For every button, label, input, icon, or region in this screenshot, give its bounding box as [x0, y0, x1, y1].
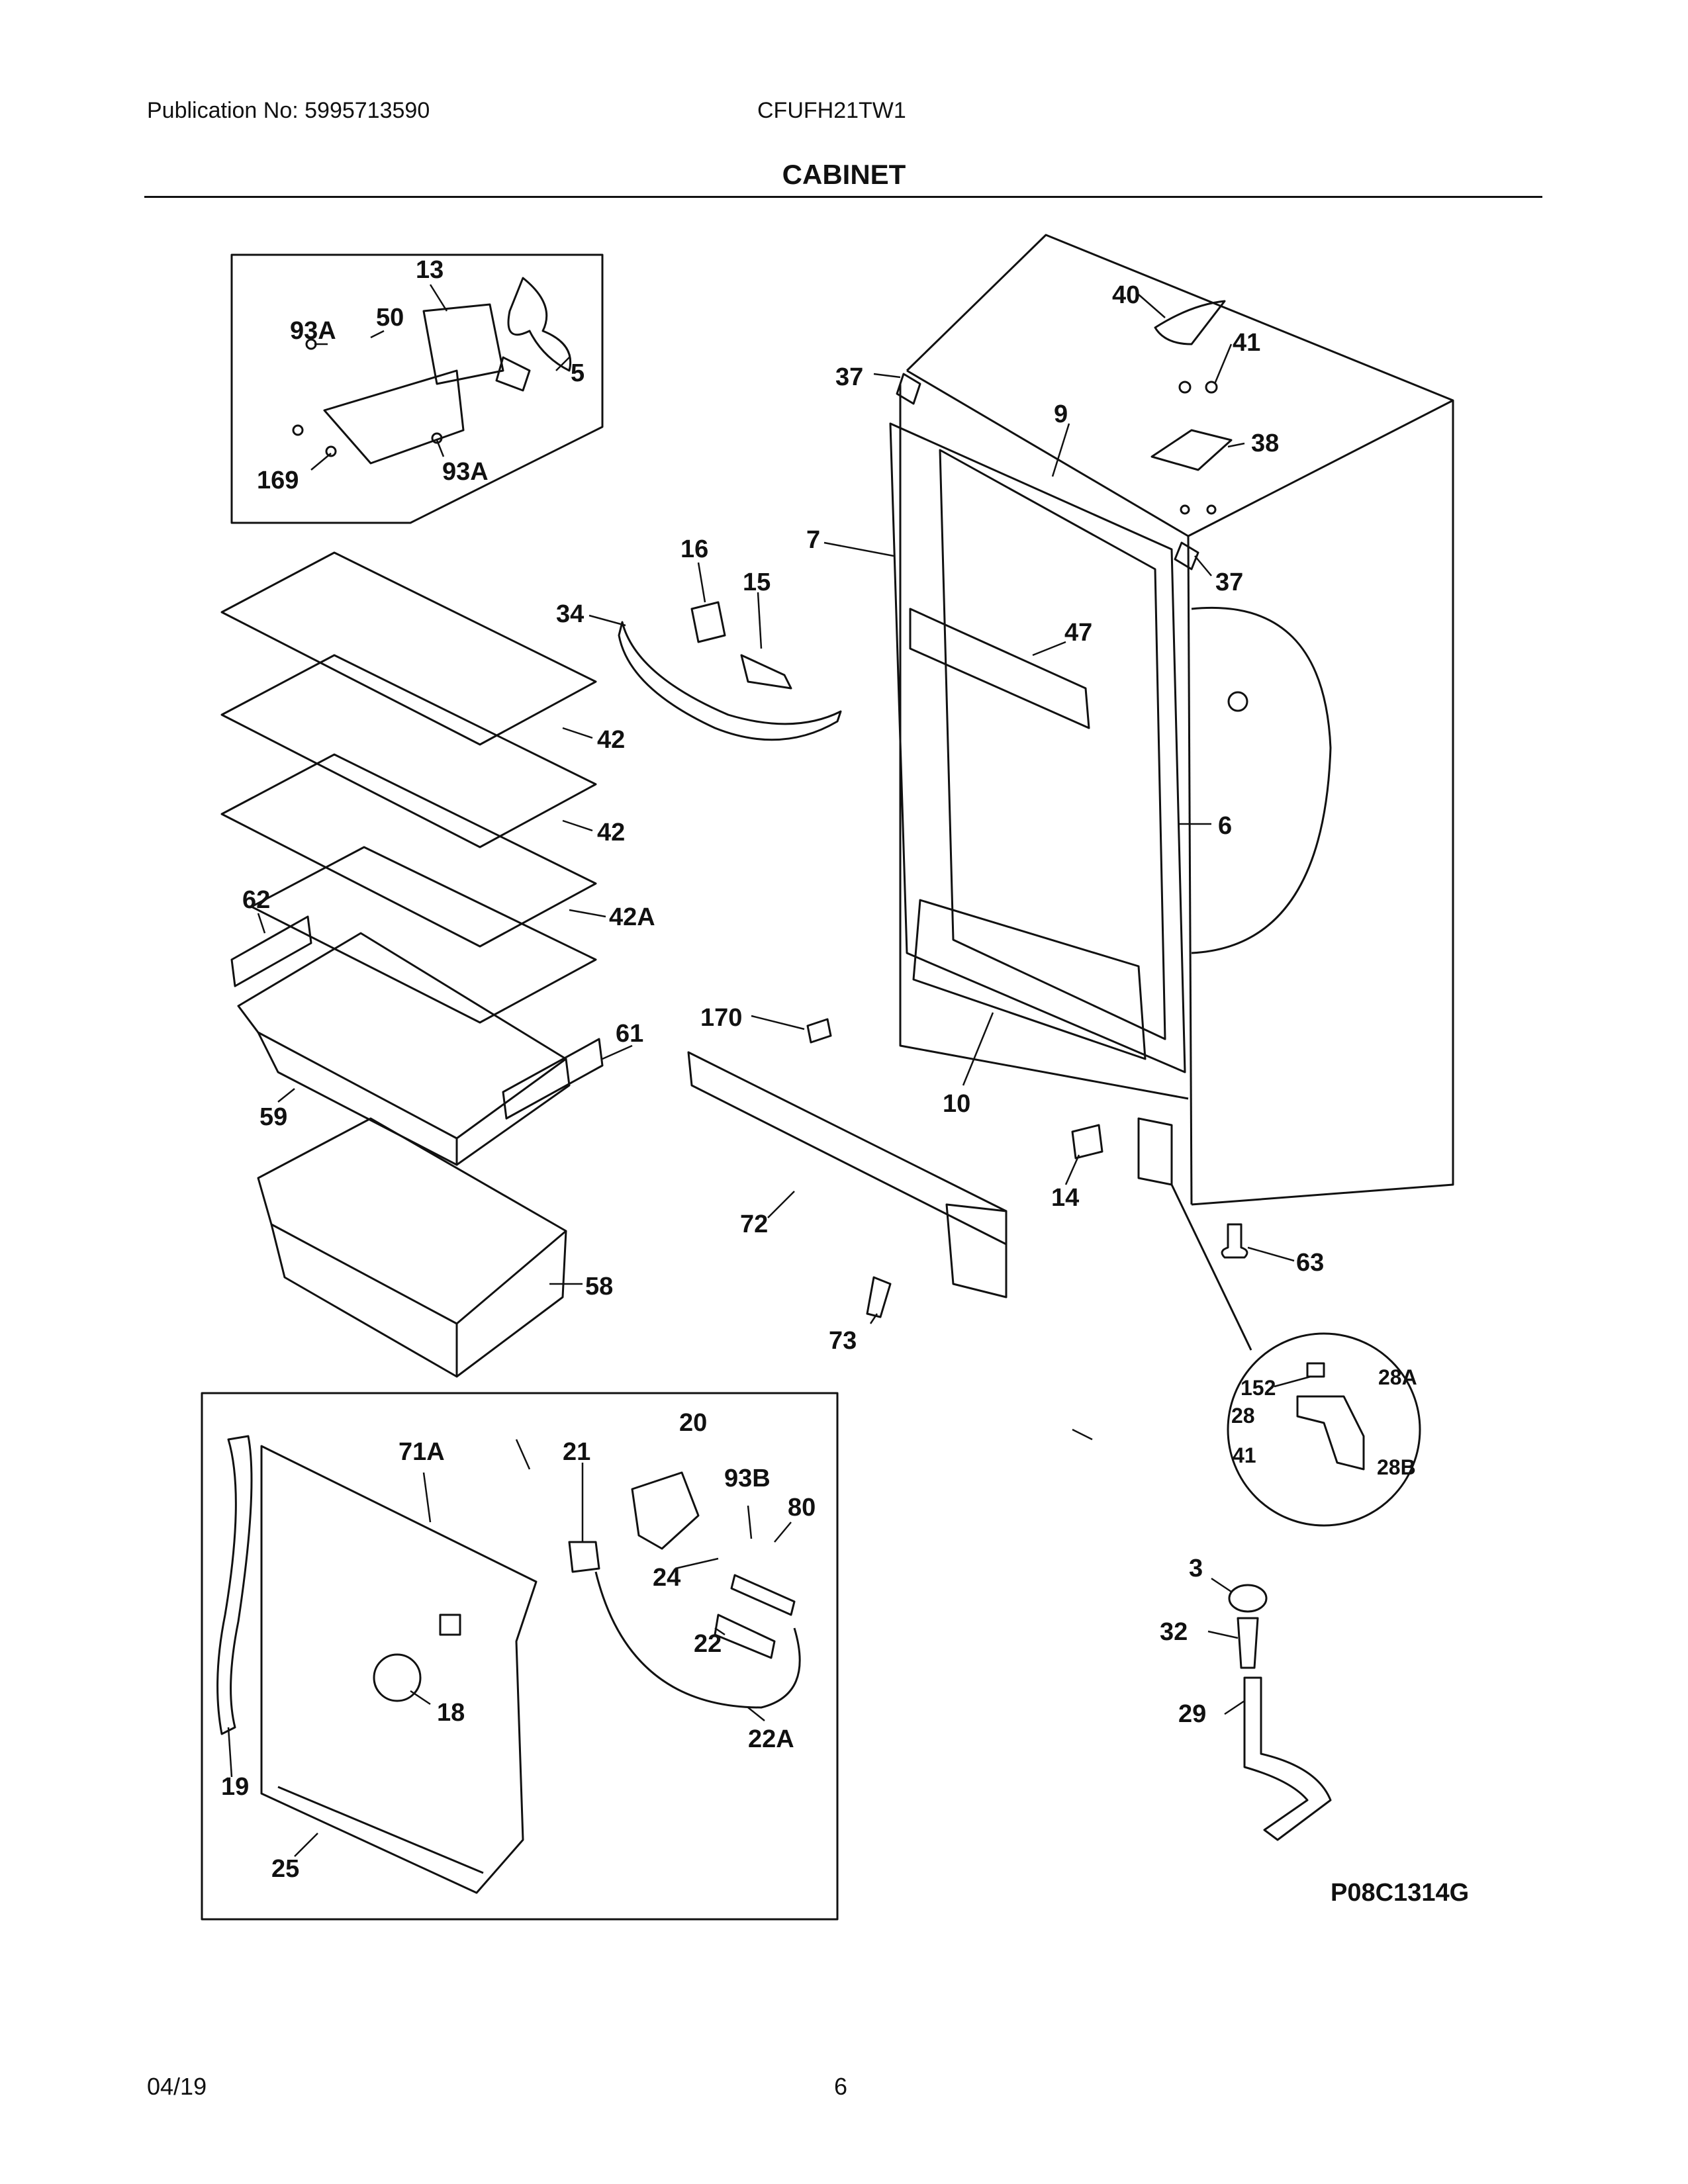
bottom-hinge-detail	[1170, 1184, 1421, 1527]
callout-28: 28	[1231, 1404, 1255, 1428]
callout-21: 21	[563, 1438, 590, 1466]
leveling-leg	[1228, 1584, 1332, 1841]
callout-93b: 93B	[724, 1465, 771, 1492]
publication-date: 04/19	[147, 2073, 207, 2100]
callout-32: 32	[1160, 1618, 1188, 1646]
callout-37-mid: 37	[1215, 569, 1243, 596]
callout-16: 16	[680, 535, 708, 563]
callout-61: 61	[616, 1020, 643, 1048]
callout-14: 14	[1051, 1184, 1079, 1212]
model-number: CFUFH21TW1	[757, 98, 906, 123]
callout-7: 7	[806, 526, 820, 554]
callout-28a: 28A	[1378, 1365, 1417, 1389]
callout-73: 73	[829, 1327, 857, 1355]
callout-152: 152	[1241, 1376, 1276, 1400]
callout-29: 29	[1178, 1700, 1206, 1728]
callout-6: 6	[1218, 812, 1232, 840]
callout-42a: 42A	[609, 903, 655, 931]
callout-40: 40	[1112, 281, 1140, 309]
callout-28b: 28B	[1377, 1455, 1416, 1479]
callout-72: 72	[740, 1210, 768, 1238]
callout-59: 59	[259, 1103, 287, 1131]
callout-50: 50	[376, 304, 404, 332]
callout-93a-bottom: 93A	[442, 458, 489, 486]
callout-22a: 22A	[748, 1725, 794, 1753]
callout-20: 20	[679, 1409, 707, 1437]
callout-170: 170	[700, 1004, 742, 1032]
callout-93a-top: 93A	[290, 317, 336, 345]
kickplate-and-small-parts	[687, 1018, 1248, 1318]
page-number: 6	[834, 2073, 848, 2100]
callout-41-top: 41	[1233, 329, 1260, 357]
callout-63: 63	[1296, 1249, 1324, 1277]
callout-47: 47	[1064, 619, 1092, 647]
callout-169: 169	[257, 467, 299, 494]
callout-13: 13	[416, 256, 444, 284]
page-title: CABINET	[782, 159, 906, 190]
callout-80: 80	[788, 1494, 816, 1522]
callout-19: 19	[221, 1773, 249, 1801]
publication-number: Publication No: 5995713590	[147, 98, 430, 123]
freezer-baskets	[230, 915, 604, 1378]
figure-code: P08C1314G	[1331, 1879, 1469, 1907]
callout-3: 3	[1189, 1555, 1203, 1582]
callout-9: 9	[1054, 400, 1068, 428]
callout-37-top: 37	[835, 363, 863, 391]
callout-42-b: 42	[597, 819, 625, 846]
callout-15: 15	[743, 569, 771, 596]
callout-42-a: 42	[597, 726, 625, 754]
top-hinge-parts	[896, 300, 1233, 570]
callout-41-detail: 41	[1233, 1443, 1256, 1467]
callout-24: 24	[653, 1564, 680, 1592]
callout-10: 10	[943, 1090, 970, 1118]
callout-71a: 71A	[399, 1438, 445, 1466]
door-parts	[618, 601, 1090, 741]
fan-motor-inset	[230, 253, 604, 524]
callout-5: 5	[571, 359, 585, 387]
wire-shelves	[220, 551, 597, 1024]
callout-labels: 13 93A 50 5 169 93A 40 41 37 9 38 7 37 1…	[221, 256, 1469, 1907]
header-rule	[144, 196, 1542, 198]
callout-34: 34	[556, 600, 584, 628]
callout-18: 18	[437, 1699, 465, 1727]
callout-38: 38	[1251, 430, 1279, 457]
callout-62: 62	[242, 886, 270, 914]
callout-58: 58	[585, 1273, 613, 1300]
leader-lines	[227, 284, 1311, 1857]
cabinet-body	[889, 234, 1454, 1206]
callout-25: 25	[271, 1855, 299, 1883]
callout-22: 22	[694, 1630, 722, 1658]
